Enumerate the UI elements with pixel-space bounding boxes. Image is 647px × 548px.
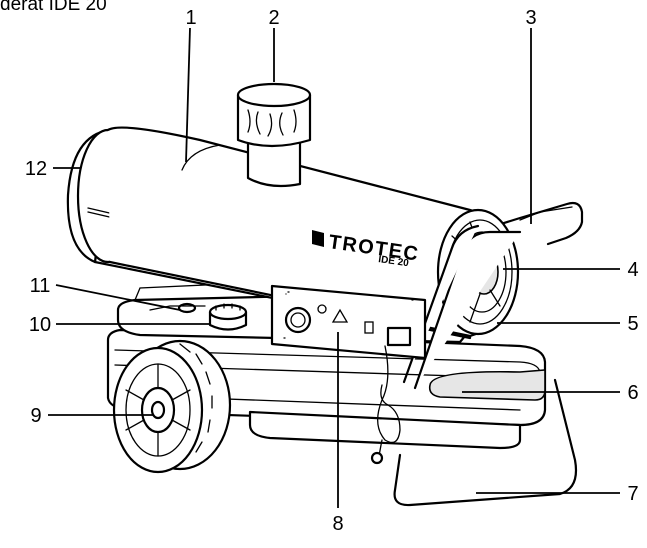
callout-11: 11 — [30, 275, 51, 297]
chimney — [236, 82, 312, 188]
control-panel — [270, 284, 427, 360]
callout-4: 4 — [627, 259, 638, 281]
model-text: IDE 20 — [378, 254, 410, 269]
callout-8: 8 — [332, 513, 343, 535]
fuel-cap — [149, 302, 248, 331]
leader-lines — [48, 27, 620, 508]
callout-10: 10 — [29, 314, 51, 336]
callout-12: 12 — [25, 158, 47, 180]
caption: derät IDE 20 — [0, 0, 107, 16]
brand-logo-mark — [312, 230, 324, 247]
caption-model: IDE 20 — [48, 0, 107, 15]
callout-2: 2 — [268, 7, 279, 29]
callout-9: 9 — [30, 405, 41, 427]
power-cord — [370, 345, 401, 465]
caption-prefix: derät — [0, 0, 49, 15]
heater-cylinder — [66, 126, 510, 340]
callout-numbers: 1 2 3 4 5 6 7 8 9 10 11 12 — [25, 7, 639, 535]
callout-1: 1 — [185, 7, 196, 29]
callout-7: 7 — [627, 483, 638, 505]
callout-6: 6 — [627, 382, 638, 404]
wheel — [112, 339, 232, 474]
callout-5: 5 — [627, 313, 638, 335]
callout-3: 3 — [525, 7, 536, 29]
